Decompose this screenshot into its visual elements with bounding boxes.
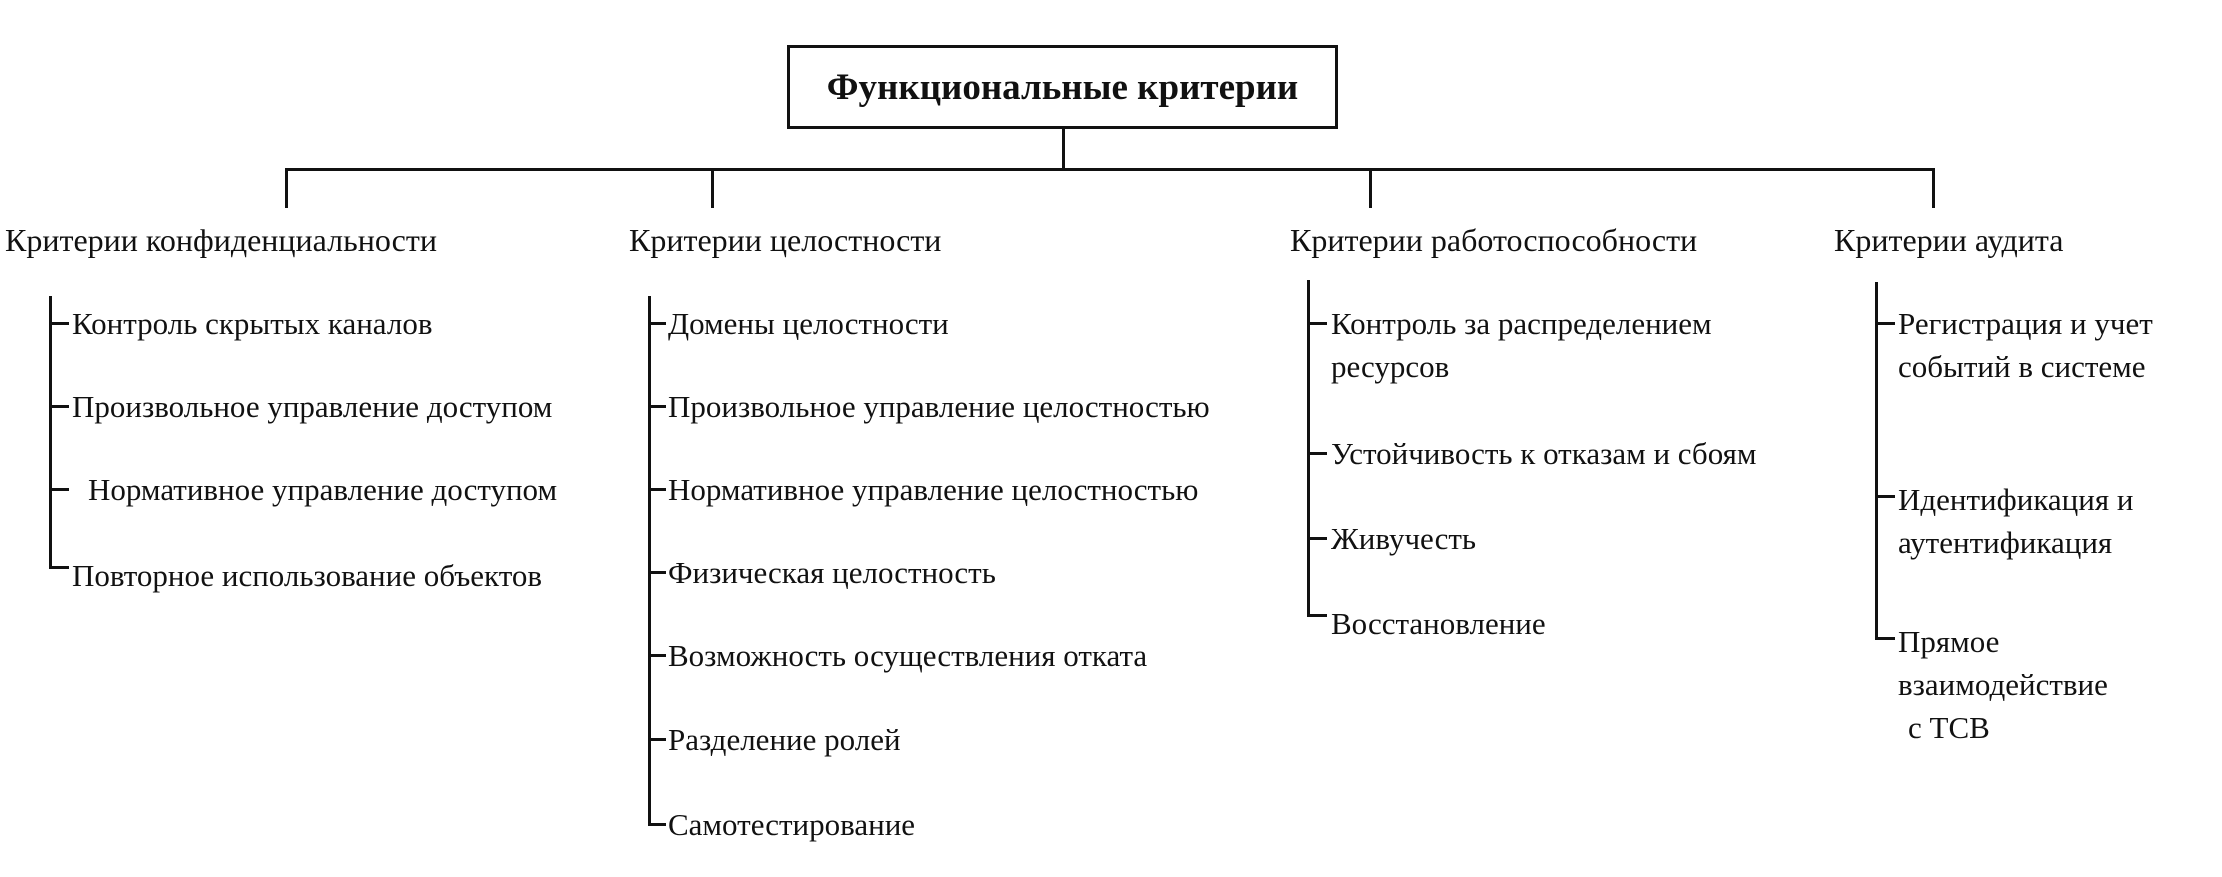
item-audit-3: Прямое xyxy=(1898,624,2000,659)
category-availability: Критерии работоспособности xyxy=(1290,222,1698,258)
tick-availability-3 xyxy=(1307,537,1327,540)
tick-audit-2 xyxy=(1875,495,1895,498)
item-confidentiality-4: Повторное использование объектов xyxy=(72,558,542,593)
root-node-functional-criteria: Функциональные критерии xyxy=(787,45,1338,129)
tick-audit-1 xyxy=(1875,322,1895,325)
branch-confidentiality xyxy=(49,296,52,568)
connector-audit xyxy=(1932,168,1935,208)
connector-integrity xyxy=(711,168,714,208)
item-availability-1-cont: ресурсов xyxy=(1331,349,1450,384)
tick-audit-3 xyxy=(1875,637,1895,640)
connector-availability xyxy=(1369,168,1372,208)
item-availability-4: Восстановление xyxy=(1331,606,1546,641)
item-confidentiality-1: Контроль скрытых каналов xyxy=(72,306,433,341)
item-audit-3-cont: взаимодействие xyxy=(1898,667,2108,702)
tick-confidentiality-3 xyxy=(49,488,69,491)
item-confidentiality-2: Произвольное управление доступом xyxy=(72,389,553,424)
tick-integrity-4 xyxy=(648,571,666,574)
tick-availability-4 xyxy=(1307,614,1327,617)
tick-confidentiality-2 xyxy=(49,405,69,408)
tick-integrity-3 xyxy=(648,488,666,491)
category-integrity: Критерии целостности xyxy=(629,222,942,258)
item-integrity-4: Физическая целостность xyxy=(668,555,996,590)
branch-audit xyxy=(1875,282,1878,639)
tick-integrity-1 xyxy=(648,322,666,325)
tick-integrity-2 xyxy=(648,405,666,408)
item-audit-3-cont2: с TCB xyxy=(1908,710,1990,745)
item-availability-3: Живучесть xyxy=(1331,521,1477,556)
item-audit-1: Регистрация и учет xyxy=(1898,306,2153,341)
item-audit-2: Идентификация и xyxy=(1898,482,2134,517)
tick-confidentiality-1 xyxy=(49,322,69,325)
branch-availability xyxy=(1307,280,1310,616)
tick-integrity-5 xyxy=(648,654,666,657)
item-audit-2-cont: аутентификация xyxy=(1898,525,2113,560)
item-integrity-2: Произвольное управление целостностью xyxy=(668,389,1210,424)
branch-integrity xyxy=(648,296,651,826)
root-connector xyxy=(1062,129,1065,170)
category-audit: Критерии аудита xyxy=(1834,222,2064,258)
category-confidentiality: Критерии конфиденциальности xyxy=(5,222,437,258)
item-integrity-7: Самотестирование xyxy=(668,807,916,842)
tick-availability-1 xyxy=(1307,322,1327,325)
item-confidentiality-3: Нормативное управление доступом xyxy=(88,472,558,507)
item-integrity-6: Разделение ролей xyxy=(668,722,901,757)
item-integrity-3: Нормативное управление целостностью xyxy=(668,472,1199,507)
item-audit-1-cont: событий в системе xyxy=(1898,349,2146,384)
item-integrity-5: Возможность осуществления отката xyxy=(668,638,1148,673)
tick-integrity-6 xyxy=(648,738,666,741)
category-bus xyxy=(285,168,1934,171)
item-integrity-1: Домены целостности xyxy=(668,306,949,341)
tick-integrity-7 xyxy=(648,823,666,826)
connector-confidentiality xyxy=(285,168,288,208)
item-availability-2: Устойчивость к отказам и сбоям xyxy=(1331,436,1757,471)
tick-availability-2 xyxy=(1307,452,1327,455)
tick-confidentiality-4 xyxy=(49,566,69,569)
item-availability-1: Контроль за распределением xyxy=(1331,306,1712,341)
